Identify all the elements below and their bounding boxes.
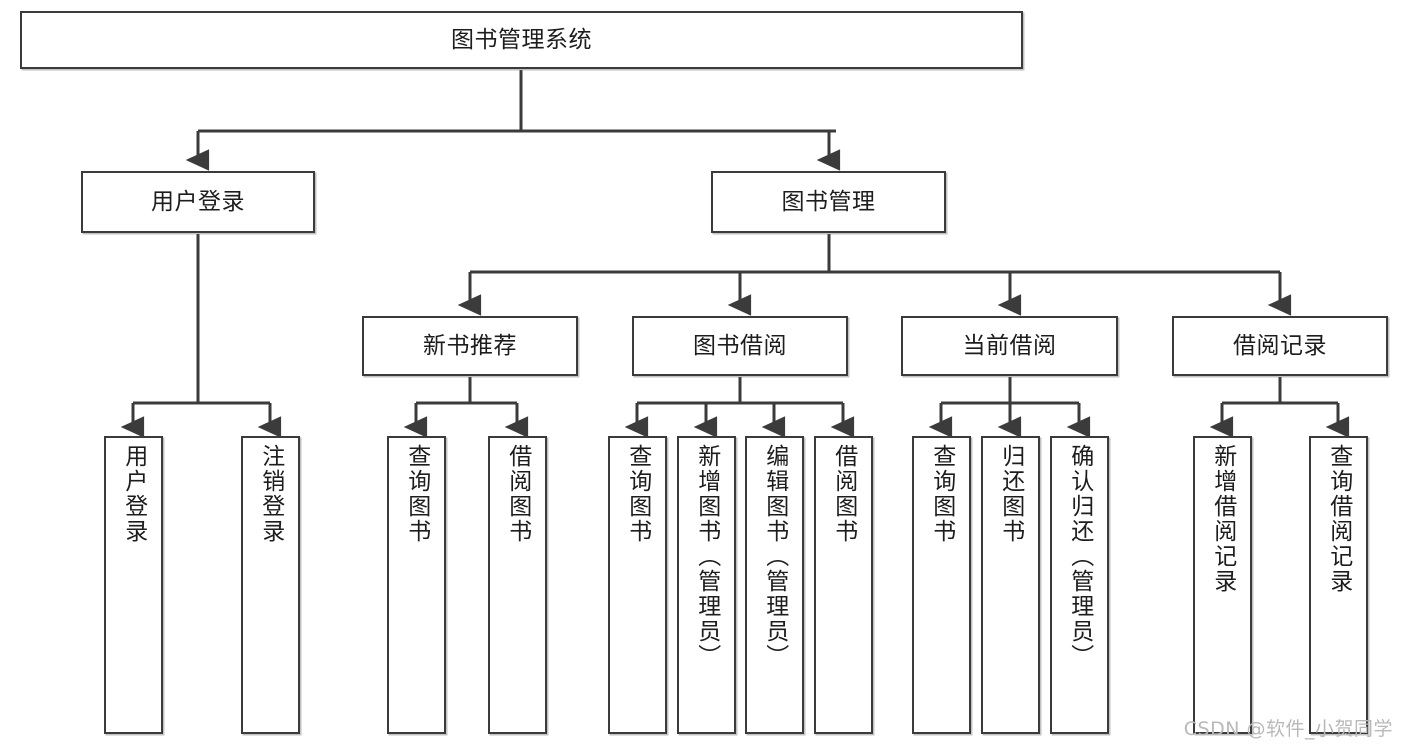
leaf-borrow-records-query[interactable]: 查询借阅记录 (1309, 436, 1368, 734)
node-label: 图书借阅 (693, 332, 787, 359)
leaf-new-book-borrow[interactable]: 借阅图书 (488, 436, 547, 734)
leaf-user-login-logout[interactable]: 注销登录 (241, 436, 300, 734)
node-label: 用户登录 (151, 188, 245, 215)
leaf-book-borrow-borrow[interactable]: 借阅图书 (814, 436, 873, 734)
node-label: 图书管理 (781, 188, 876, 215)
node-label: 查询图书 (624, 444, 651, 544)
leaf-book-borrow-add[interactable]: 新增图书（管理员） (677, 436, 736, 734)
watermark: CSDN @软件_小贺同学 (1183, 718, 1393, 740)
leaf-current-borrow-return[interactable]: 归还图书 (981, 436, 1040, 734)
node-label: 借阅图书 (830, 444, 857, 544)
leaf-book-borrow-edit[interactable]: 编辑图书（管理员） (745, 436, 804, 734)
node-label: 新书推荐 (423, 332, 517, 359)
node-current-borrow[interactable]: 当前借阅 (901, 316, 1118, 376)
node-label: 新增图书（管理员） (693, 444, 720, 669)
leaf-current-borrow-query[interactable]: 查询图书 (912, 436, 971, 734)
node-borrow-records[interactable]: 借阅记录 (1172, 316, 1388, 376)
node-label: 查询图书 (403, 444, 430, 544)
node-book-borrow[interactable]: 图书借阅 (632, 316, 848, 376)
node-root-book-management-system[interactable]: 图书管理系统 (20, 11, 1023, 69)
node-label: 借阅图书 (504, 444, 531, 544)
node-label: 归还图书 (997, 444, 1024, 544)
leaf-new-book-query[interactable]: 查询图书 (387, 436, 446, 734)
node-label: 确认归还（管理员） (1066, 444, 1093, 669)
node-label: 查询借阅记录 (1325, 444, 1352, 594)
node-user-login[interactable]: 用户登录 (81, 171, 315, 233)
node-book-management[interactable]: 图书管理 (711, 171, 946, 233)
leaf-user-login-login[interactable]: 用户登录 (104, 436, 163, 734)
node-new-book-recommend[interactable]: 新书推荐 (362, 316, 578, 376)
leaf-book-borrow-query[interactable]: 查询图书 (608, 436, 667, 734)
node-label: 查询图书 (928, 444, 955, 544)
leaf-current-borrow-confirm-return[interactable]: 确认归还（管理员） (1050, 436, 1109, 734)
node-label: 借阅记录 (1233, 332, 1327, 359)
node-label: 用户登录 (120, 444, 147, 544)
node-label: 当前借阅 (962, 332, 1057, 359)
node-label: 编辑图书（管理员） (761, 444, 788, 669)
node-label: 图书管理系统 (451, 26, 592, 53)
node-label: 注销登录 (257, 444, 284, 544)
node-label: 新增借阅记录 (1209, 444, 1236, 594)
leaf-borrow-records-add[interactable]: 新增借阅记录 (1193, 436, 1252, 734)
